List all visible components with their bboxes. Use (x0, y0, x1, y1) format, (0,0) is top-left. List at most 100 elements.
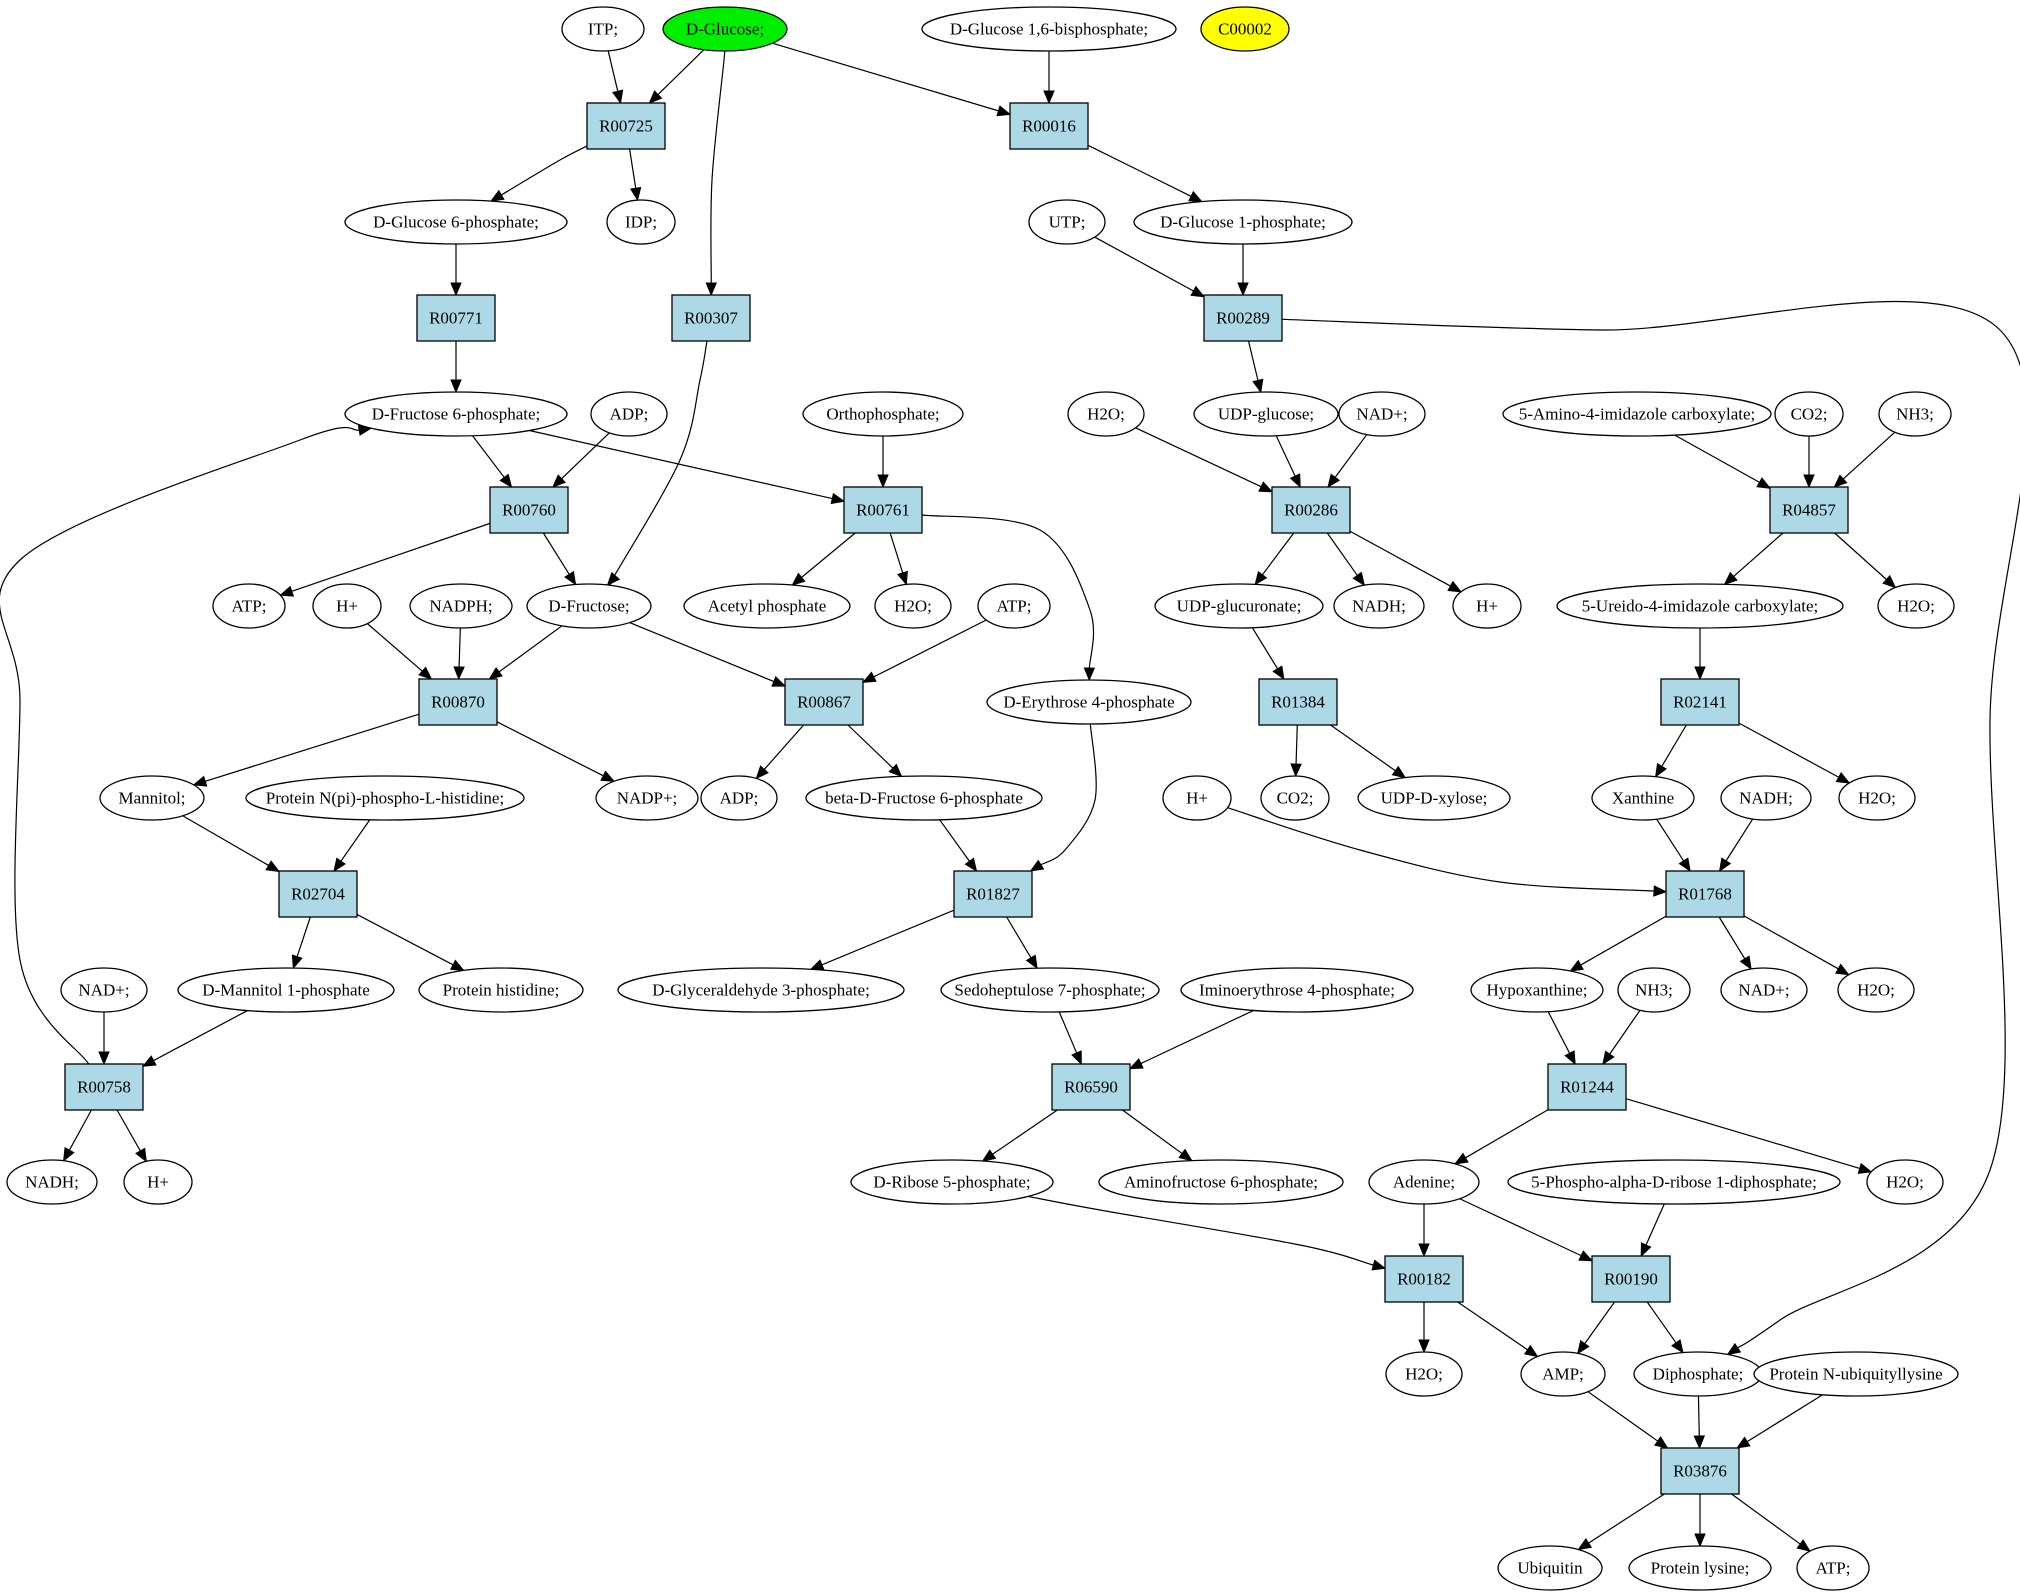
compound-node-h2o_b[interactable]: H2O; (874, 583, 952, 629)
reaction-node-r00289[interactable]: R00289 (1203, 294, 1283, 342)
compound-node-hplus_d[interactable]: H+ (123, 1159, 193, 1205)
reaction-node-r01244[interactable]: R01244 (1547, 1063, 1627, 1111)
compound-node-nadh_a[interactable]: NADH; (1333, 583, 1425, 629)
compound-node-uic[interactable]: 5-Ureido-4-imidazole carboxylate; (1556, 583, 1844, 629)
compound-node-co2_b[interactable]: CO2; (1260, 775, 1330, 821)
compound-node-dr5p[interactable]: D-Ribose 5-phosphate; (850, 1159, 1054, 1205)
compound-node-h2o_e[interactable]: H2O; (1837, 967, 1915, 1013)
compound-node-atp_b[interactable]: ATP; (977, 583, 1051, 629)
compound-node-nadph[interactable]: NADPH; (409, 583, 513, 629)
compound-node-dglc1p[interactable]: D-Glucose 1-phosphate; (1133, 199, 1353, 245)
compound-node-hplus_b[interactable]: H+ (1452, 583, 1522, 629)
compound-label: H2O; (1405, 1365, 1443, 1384)
compound-node-adp2[interactable]: ADP; (700, 775, 778, 821)
compound-node-hplus_c[interactable]: H+ (1162, 775, 1232, 821)
compound-node-amp[interactable]: AMP; (1520, 1351, 1606, 1397)
edges-layer (0, 42, 2020, 1552)
compound-node-nadpplus[interactable]: NADP+; (595, 775, 699, 821)
reaction-box (1591, 1255, 1671, 1303)
compound-node-c00002[interactable]: C00002 (1200, 6, 1290, 52)
reaction-node-r00182[interactable]: R00182 (1384, 1255, 1464, 1303)
compound-node-mannitol[interactable]: Mannitol; (99, 775, 205, 821)
reaction-node-r00758[interactable]: R00758 (64, 1063, 144, 1111)
compound-node-udpglcur[interactable]: UDP-glucuronate; (1154, 583, 1324, 629)
compound-node-utp[interactable]: UTP; (1028, 199, 1106, 245)
compound-node-ortho[interactable]: Orthophosphate; (802, 391, 964, 437)
compound-node-nadh_c[interactable]: NADH; (6, 1159, 98, 1205)
edge-R03876-to-protlys (1694, 1494, 1706, 1548)
compound-node-adenine[interactable]: Adenine; (1368, 1159, 1480, 1205)
compound-node-s7p[interactable]: Sedoheptulose 7-phosphate; (940, 967, 1160, 1013)
compound-node-nadh_b[interactable]: NADH; (1720, 775, 1812, 821)
compound-node-h2o_f[interactable]: H2O; (1866, 1159, 1944, 1205)
compound-node-co2_a[interactable]: CO2; (1774, 391, 1844, 437)
compound-node-dglucose[interactable]: D-Glucose; (662, 6, 788, 52)
compound-node-h2o_c[interactable]: H2O; (1877, 583, 1955, 629)
reaction-node-r00190[interactable]: R00190 (1591, 1255, 1671, 1303)
edge-arrowhead (1735, 1436, 1751, 1449)
compound-node-h2o_a[interactable]: H2O; (1067, 391, 1145, 437)
reaction-node-r00307[interactable]: R00307 (671, 294, 751, 342)
compound-node-dipho[interactable]: Diphosphate; (1633, 1351, 1763, 1397)
compound-node-idp[interactable]: IDP; (606, 199, 676, 245)
compound-node-atp_a[interactable]: ATP; (212, 583, 286, 629)
compound-node-ie4p[interactable]: Iminoerythrose 4-phosphate; (1180, 967, 1414, 1013)
reaction-node-r02141[interactable]: R02141 (1660, 678, 1740, 726)
compound-node-dfru[interactable]: D-Fructose; (526, 583, 652, 629)
compound-node-hplus_a[interactable]: H+ (312, 583, 382, 629)
reaction-node-r06590[interactable]: R06590 (1051, 1063, 1131, 1111)
reaction-node-r00867[interactable]: R00867 (784, 678, 864, 726)
compound-node-xanthine[interactable]: Xanthine (1591, 775, 1695, 821)
compound-node-hypox[interactable]: Hypoxanthine; (1470, 967, 1604, 1013)
compound-node-prothisp[interactable]: Protein N(pi)-phospho-L-histidine; (245, 775, 525, 821)
compound-node-udpxyl[interactable]: UDP-D-xylose; (1357, 775, 1511, 821)
compound-node-nadp_a[interactable]: NAD+; (1338, 391, 1426, 437)
compound-node-h2o_g[interactable]: H2O; (1385, 1351, 1463, 1397)
compound-node-acetp[interactable]: Acetyl phosphate (683, 583, 851, 629)
compound-ellipse (245, 775, 525, 821)
compound-node-dman1p[interactable]: D-Mannitol 1-phosphate (177, 967, 395, 1013)
edge-adenine-to-R00190 (1459, 1198, 1594, 1262)
reaction-node-r00771[interactable]: R00771 (416, 294, 496, 342)
compound-node-bdf6p[interactable]: beta-D-Fructose 6-phosphate (805, 775, 1043, 821)
compound-node-h2o_d[interactable]: H2O; (1838, 775, 1916, 821)
reaction-node-r00286[interactable]: R00286 (1271, 486, 1351, 534)
compound-node-udpglc[interactable]: UDP-glucose; (1193, 391, 1339, 437)
reaction-node-r00760[interactable]: R00760 (489, 486, 569, 534)
compound-node-ubiq[interactable]: Ubiquitin (1497, 1545, 1603, 1591)
reaction-node-r00870[interactable]: R00870 (418, 678, 498, 726)
reaction-node-r01827[interactable]: R01827 (953, 870, 1033, 918)
compound-node-itp[interactable]: ITP; (561, 6, 645, 52)
reaction-node-r00761[interactable]: R00761 (843, 486, 923, 534)
compound-node-prpp[interactable]: 5-Phospho-alpha-D-ribose 1-diphosphate; (1507, 1159, 1841, 1205)
compound-node-aic[interactable]: 5-Amino-4-imidazole carboxylate; (1502, 391, 1772, 437)
reaction-node-r01384[interactable]: R01384 (1258, 678, 1338, 726)
compound-node-protlys[interactable]: Protein lysine; (1628, 1545, 1772, 1591)
compound-node-dglc16bp[interactable]: D-Glucose 1,6-bisphosphate; (921, 6, 1177, 52)
compound-node-dfru6p[interactable]: D-Fructose 6-phosphate; (344, 391, 568, 437)
reaction-node-r03876[interactable]: R03876 (1660, 1447, 1740, 1495)
edge-mannitol-to-R02704 (182, 815, 281, 873)
compound-node-nadp_c[interactable]: NAD+; (1720, 967, 1808, 1013)
reaction-box (1769, 486, 1849, 534)
edge-xanthine-to-R01768 (1656, 818, 1691, 873)
compound-node-nadp_b[interactable]: NAD+; (60, 967, 148, 1013)
compound-node-protubq[interactable]: Protein N-ubiquityllysine (1753, 1351, 1959, 1397)
reaction-node-r00016[interactable]: R00016 (1009, 102, 1089, 150)
edge-R00760-to-atp_a (279, 522, 491, 597)
compound-node-adp1[interactable]: ADP; (590, 391, 668, 437)
edge-line (1275, 435, 1296, 477)
reaction-node-r01768[interactable]: R01768 (1665, 870, 1745, 918)
compound-node-de4p[interactable]: D-Erythrose 4-phosphate (986, 679, 1192, 725)
reaction-node-r02704[interactable]: R02704 (278, 870, 358, 918)
edge-arrowhead (1835, 963, 1850, 976)
compound-node-af6p[interactable]: Aminofructose 6-phosphate; (1098, 1159, 1344, 1205)
compound-node-dga3p[interactable]: D-Glyceraldehyde 3-phosphate; (617, 967, 905, 1013)
compound-node-nh3_a[interactable]: NH3; (1878, 391, 1952, 437)
reaction-node-r04857[interactable]: R04857 (1769, 486, 1849, 534)
compound-node-dglc6p[interactable]: D-Glucose 6-phosphate; (344, 199, 568, 245)
compound-node-nh3_b[interactable]: NH3; (1617, 967, 1691, 1013)
compound-node-atp_c[interactable]: ATP; (1796, 1545, 1870, 1591)
compound-node-prothis[interactable]: Protein histidine; (418, 967, 584, 1013)
reaction-node-r00725[interactable]: R00725 (586, 102, 666, 150)
